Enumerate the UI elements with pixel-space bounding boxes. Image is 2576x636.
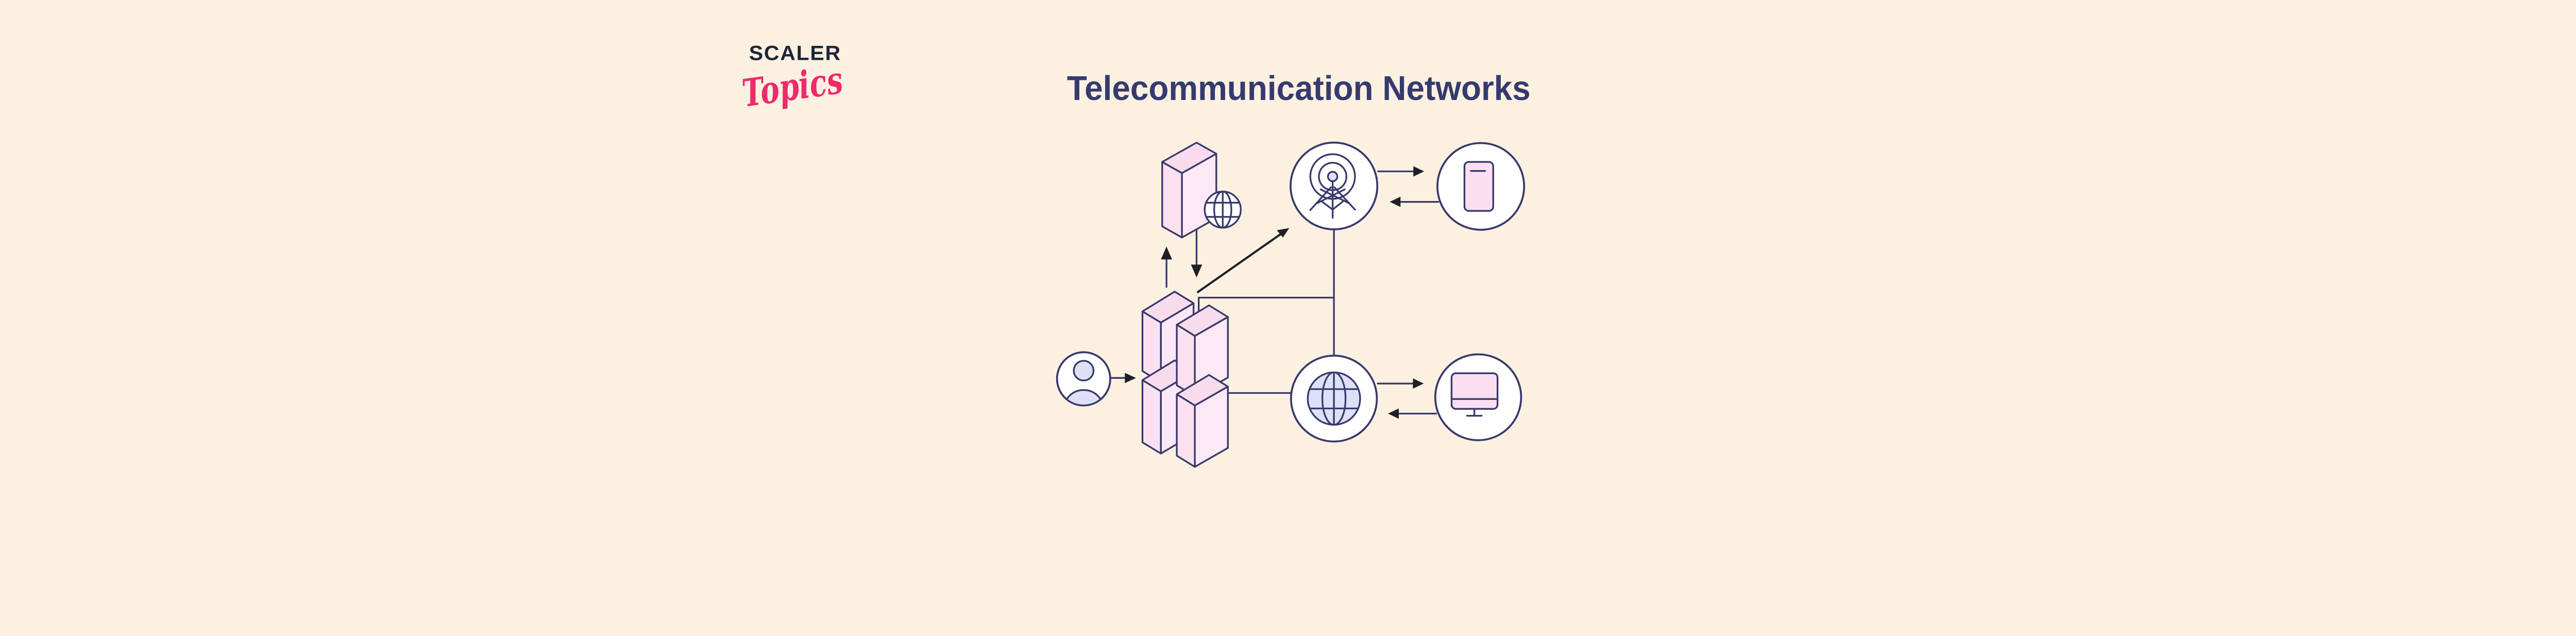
arrow-monitor-to-globe: [1388, 408, 1437, 419]
box-top-face: [1176, 374, 1229, 407]
arrow-tower-to-phone: [1377, 166, 1425, 177]
page-title: Telecommunication Networks: [1067, 70, 1531, 108]
connector-stack-to-tower: [1198, 296, 1335, 312]
arrowhead-icon: [1413, 166, 1425, 177]
arrowhead-icon: [1389, 196, 1401, 207]
internet-globe-node: [1290, 355, 1378, 443]
logo-brand-text: SCALER: [749, 42, 841, 65]
background: [0, 0, 2576, 530]
arrowhead-icon: [1125, 373, 1137, 383]
box-left-face: [1161, 161, 1183, 239]
infographic-canvas: SCALER Topics Telecommunication Networks: [0, 0, 2576, 530]
desktop-monitor-node: [1434, 353, 1522, 442]
node-circle: [1290, 141, 1379, 230]
box-top-face: [1141, 291, 1195, 324]
arrowhead-icon: [1413, 378, 1424, 389]
user-node: [1056, 351, 1111, 407]
arrow-phone-to-tower: [1389, 196, 1439, 207]
user-icon: [1063, 360, 1104, 405]
arrowhead-icon: [1191, 264, 1202, 278]
desktop-monitor-icon: [1450, 372, 1499, 417]
box-left-face: [1141, 379, 1162, 455]
arrowhead-icon: [1277, 228, 1290, 238]
cell-tower-node: [1290, 141, 1379, 230]
arrow-stack-to-server-up: [1161, 246, 1173, 288]
arrowhead-icon: [1161, 246, 1173, 260]
server-stack-icon: [1141, 291, 1229, 468]
arrow-stack-to-tower-diagonal: [1196, 228, 1290, 293]
smartphone-icon: [1463, 161, 1494, 212]
arrow-server-to-stack-down: [1191, 229, 1202, 278]
internet-globe-icon: [1307, 371, 1361, 426]
cell-tower-icon: [1309, 153, 1356, 219]
server-stack-node: [1141, 291, 1229, 468]
arrows: [1110, 166, 1439, 419]
telecom-networks-diagram: SCALER Topics Telecommunication Networks: [0, 0, 2576, 530]
box-left-face: [1176, 393, 1196, 468]
server-box-node: [1161, 141, 1242, 239]
small-globe-icon: [1204, 190, 1242, 229]
arrow-user-to-stack: [1110, 373, 1137, 383]
arrowhead-icon: [1388, 408, 1399, 419]
box-top-face: [1176, 304, 1229, 337]
box-top-face: [1161, 141, 1217, 174]
smartphone-node: [1436, 142, 1526, 231]
connector-lines: [1198, 229, 1335, 394]
arrow-globe-to-monitor: [1377, 378, 1424, 389]
